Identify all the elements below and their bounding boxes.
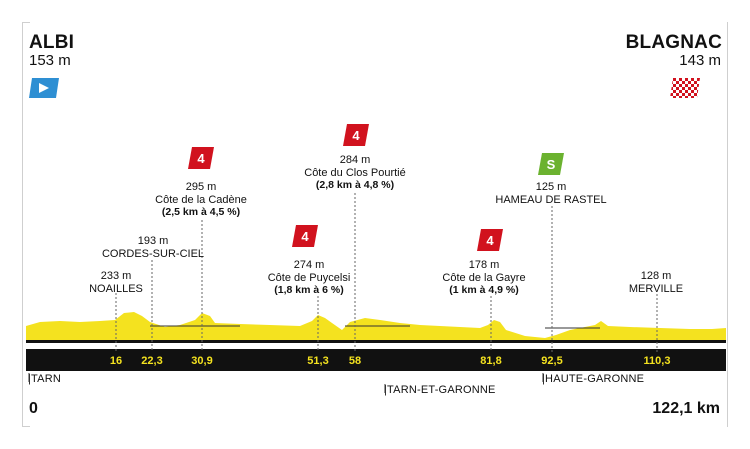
road-band-lower [26, 349, 726, 371]
distance-start: 0 [29, 400, 38, 417]
noailles-name: NOAILLES [89, 282, 143, 295]
label-cadene: 295 m Côte de la Cadène (2,5 km à 4,5 %) [155, 181, 247, 219]
km-cordes: 22,3 [141, 355, 163, 367]
start-flag-icon [29, 78, 59, 98]
region-tarn-et-garonne: |TARN-ET-GARONNE [384, 384, 496, 396]
region-haute-garonne: |HAUTE-GARONNE [542, 373, 645, 385]
puycelsi-altitude: 274 m [293, 259, 325, 271]
svg-text:4: 4 [352, 128, 360, 143]
road-band [26, 340, 726, 343]
finish-flag-icon [670, 78, 700, 98]
label-gayre: 178 m Côte de la Gayre (1 km à 4,9 %) [442, 259, 525, 297]
gayre-detail: (1 km à 4,9 %) [449, 284, 519, 296]
sprint-badge-rastel: S [538, 153, 564, 175]
kom-cat4-badge-pourtie: 4 [343, 124, 369, 146]
svg-text:4: 4 [301, 229, 309, 244]
svg-text:4: 4 [486, 233, 494, 248]
start-city: ALBI [29, 32, 75, 53]
label-rastel: 125 m HAMEAU DE RASTEL [495, 181, 606, 206]
finish-altitude: 143 m [679, 52, 721, 69]
km-gayre: 81,8 [480, 355, 502, 367]
svg-text:4: 4 [197, 151, 205, 166]
pourtie-altitude: 284 m [339, 154, 371, 166]
label-merville: 128 m MERVILLE [629, 270, 683, 295]
profile-frame [22, 22, 728, 427]
finish-city: BLAGNAC [625, 32, 722, 53]
km-merville: 110,3 [643, 355, 671, 367]
label-puycelsi: 274 m Côte de Puycelsi (1,8 km à 6 %) [268, 259, 351, 297]
km-pourtie: 58 [348, 355, 362, 367]
pourtie-name: Côte du Clos Pourtié [304, 166, 406, 179]
distance-end: 122,1 km [652, 400, 720, 417]
rastel-name: HAMEAU DE RASTEL [495, 193, 607, 206]
start-altitude: 153 m [29, 52, 71, 69]
svg-text:S: S [547, 157, 556, 172]
km-puycelsi: 51,3 [307, 355, 329, 367]
kom-cat4-badge-cadene: 4 [188, 147, 214, 169]
puycelsi-detail: (1,8 km à 6 %) [274, 284, 344, 296]
kom-cat4-badge-gayre: 4 [477, 229, 503, 251]
cadene-detail: (2,5 km à 4,5 %) [161, 206, 241, 218]
pourtie-detail: (2,8 km à 4,8 %) [315, 179, 395, 191]
rastel-altitude: 125 m [535, 181, 567, 193]
region-tarn: |TARN [28, 373, 61, 385]
km-rastel: 92,5 [541, 355, 563, 367]
km-cadene: 30,9 [191, 355, 213, 367]
label-cordes: 193 m CORDES-SUR-CIEL [102, 235, 204, 260]
noailles-altitude: 233 m [100, 270, 132, 282]
kom-cat4-badge-puycelsi: 4 [292, 225, 318, 247]
cadene-altitude: 295 m [185, 181, 217, 193]
label-pourtie: 284 m Côte du Clos Pourtié (2,8 km à 4,8… [304, 154, 406, 192]
profile-outline [150, 325, 600, 329]
km-noailles: 16 [109, 355, 123, 367]
merville-altitude: 128 m [640, 270, 672, 282]
puycelsi-name: Côte de Puycelsi [267, 271, 351, 284]
cordes-name: CORDES-SUR-CIEL [101, 247, 205, 260]
cordes-altitude: 193 m [137, 235, 169, 247]
merville-name: MERVILLE [628, 282, 684, 295]
marker-lines [115, 193, 658, 352]
gayre-name: Côte de la Gayre [442, 271, 526, 284]
cadene-name: Côte de la Cadène [155, 193, 247, 206]
label-noailles: 233 m NOAILLES [89, 270, 143, 295]
gayre-altitude: 178 m [468, 259, 500, 271]
